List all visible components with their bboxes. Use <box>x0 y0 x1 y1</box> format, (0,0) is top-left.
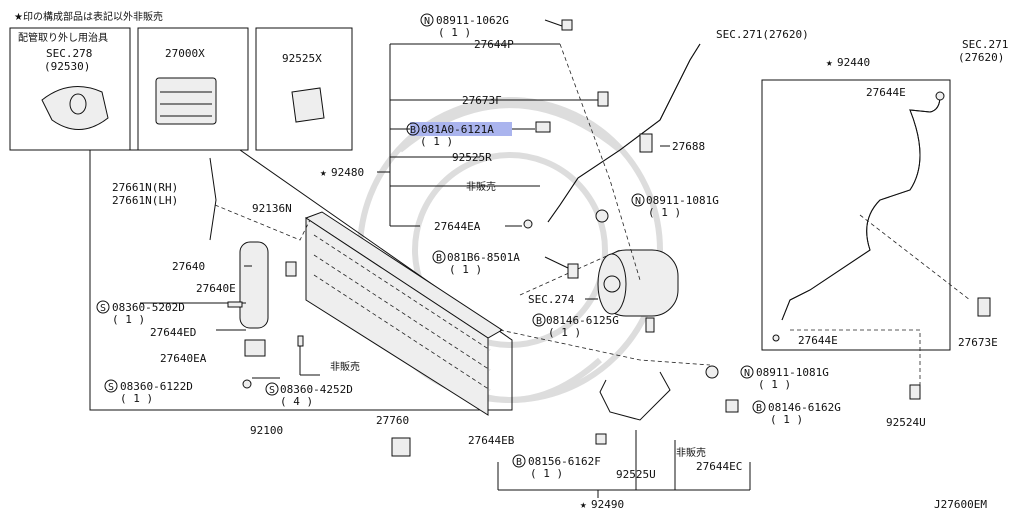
mark-n: N <box>424 16 430 27</box>
callout-27688: 27688 <box>672 140 705 153</box>
filter-box: 27000X <box>137 27 249 151</box>
qty: ( 1 ) <box>770 413 803 426</box>
callout-08146-6162G: 08146-6162G <box>768 401 841 414</box>
callout-081B6-8501A: 081B6-8501A <box>447 251 520 264</box>
low-pressure-hose <box>599 371 671 421</box>
labels: N 08911-1062G ( 1 ) 27644P SEC.271(27620… <box>96 13 1008 510</box>
clip-box-label: 92525X <box>282 52 322 65</box>
qty: ( 1 ) <box>758 378 791 391</box>
air-filter-icon <box>155 77 217 125</box>
header-note: ★印の構成部品は表記以外非販売 <box>14 10 163 23</box>
callout-sec271-b1: SEC.271 <box>962 38 1008 51</box>
tool-box-ref: SEC.278 <box>46 47 92 60</box>
callout-08911-1062G: 08911-1062G <box>436 14 509 27</box>
seal-strip <box>209 157 217 241</box>
callout-08156-6162F: 08156-6162F <box>528 455 601 468</box>
callout-08360-4252D: 08360-4252D <box>280 383 353 396</box>
callout-27673F: 27673F <box>462 94 502 107</box>
clip-icon <box>291 87 325 123</box>
callout-27644E-bot: 27644E <box>798 334 838 347</box>
tool-box-ref2: (92530) <box>44 60 90 73</box>
not-sold-3: 非販売 <box>330 360 360 373</box>
tool-box-title: 配管取り外し用治具 <box>18 31 108 44</box>
callout-27644EB: 27644EB <box>468 434 515 447</box>
dashed-leaders <box>214 43 971 385</box>
mark-n: N <box>744 368 750 379</box>
mark-s: S <box>100 303 106 314</box>
qty: ( 1 ) <box>449 263 482 276</box>
qty: ( 1 ) <box>548 326 581 339</box>
callout-sec274: SEC.274 <box>528 293 575 306</box>
callout-27644EC: 27644EC <box>696 460 742 473</box>
mark-b: B <box>436 253 442 264</box>
callout-27644ED: 27644ED <box>150 326 196 339</box>
callout-27661N-lh: 27661N(LH) <box>112 194 178 207</box>
callout-92100: 92100 <box>250 424 283 437</box>
mark-b: B <box>536 316 542 327</box>
star-mark: ★ <box>826 56 833 69</box>
callout-08360-6122D: 08360-6122D <box>120 380 193 393</box>
callout-27644EA: 27644EA <box>434 220 481 233</box>
callout-92136N: 92136N <box>252 202 292 215</box>
callout-92440: 92440 <box>837 56 870 69</box>
mark-b: B <box>410 125 416 136</box>
callout-27644E-top: 27644E <box>866 86 906 99</box>
highlight-081A0-6121A <box>410 122 512 136</box>
callout-sec271-a: SEC.271(27620) <box>716 28 809 41</box>
not-sold-2: 非販売 <box>676 446 706 459</box>
callout-27640E: 27640E <box>196 282 236 295</box>
compressor <box>597 249 679 317</box>
mark-b: B <box>516 457 522 468</box>
callout-081A0-6121A: 081A0-6121A <box>421 123 494 136</box>
qty: ( 1 ) <box>120 392 153 405</box>
tool-box: 配管取り外し用治具 SEC.278 (92530) <box>9 27 131 151</box>
mark-b: B <box>756 403 762 414</box>
qty: ( 1 ) <box>530 467 563 480</box>
callout-92480: 92480 <box>331 166 364 179</box>
callout-08911-1081G-b: 08911-1081G <box>756 366 829 379</box>
mark-s: S <box>108 382 114 393</box>
callout-27673E: 27673E <box>958 336 998 349</box>
condenser-group-outline <box>89 149 513 411</box>
callout-27644P: 27644P <box>474 38 514 51</box>
not-sold-1: 非販売 <box>466 180 496 193</box>
callout-27661N-rh: 27661N(RH) <box>112 181 178 194</box>
leaders <box>140 19 751 498</box>
hardware <box>227 19 991 457</box>
clip-box: 92525X <box>255 27 353 151</box>
callout-92524U: 92524U <box>886 416 926 429</box>
callout-27760: 27760 <box>376 414 409 427</box>
callout-sec271-b2: (27620) <box>958 51 1004 64</box>
callout-27640: 27640 <box>172 260 205 273</box>
callout-08146-6125G: 08146-6125G <box>546 314 619 327</box>
qty: ( 1 ) <box>648 206 681 219</box>
receiver-tank <box>239 241 269 357</box>
callout-27640EA: 27640EA <box>160 352 207 365</box>
callout-92525R: 92525R <box>452 151 492 164</box>
condenser <box>304 211 503 416</box>
callout-08360-5202D: 08360-5202D <box>112 301 185 314</box>
mark-s: S <box>269 385 275 396</box>
hose-group-box <box>761 79 951 351</box>
callout-92525U: 92525U <box>616 468 656 481</box>
star-mark: ★ <box>580 498 587 510</box>
qty: ( 1 ) <box>438 26 471 39</box>
callout-08911-1081G-a: 08911-1081G <box>646 194 719 207</box>
star-mark: ★ <box>320 166 327 179</box>
qty: ( 1 ) <box>420 135 453 148</box>
callout-92490: 92490 <box>591 498 624 510</box>
filter-box-label: 27000X <box>165 47 205 60</box>
qty: ( 4 ) <box>280 395 313 408</box>
qty: ( 1 ) <box>112 313 145 326</box>
footer-code: J27600EM <box>934 498 987 510</box>
mark-n: N <box>635 196 641 207</box>
